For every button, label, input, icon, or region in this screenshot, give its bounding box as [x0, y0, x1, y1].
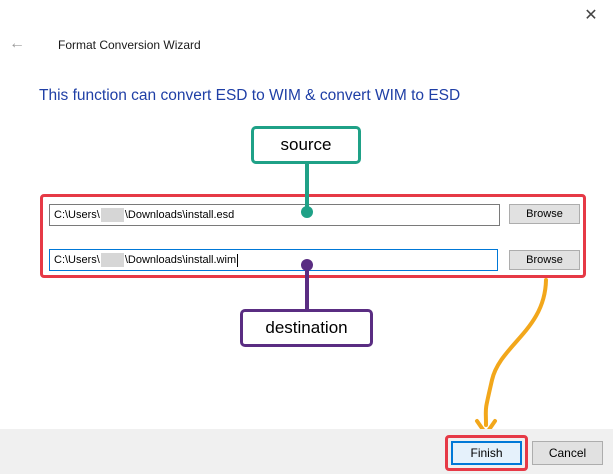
source-path-prefix: C:\Users\ [54, 209, 100, 221]
window-title: Format Conversion Wizard [58, 38, 201, 52]
source-connector-dot [301, 206, 313, 218]
source-callout: source [251, 126, 361, 164]
redacted-username [100, 208, 124, 223]
destination-browse-button[interactable]: Browse [509, 250, 580, 270]
inputs-highlight-box [40, 194, 586, 278]
destination-connector-dot [301, 259, 313, 271]
source-path-input[interactable]: C:\Users\ \Downloads\install.esd [49, 204, 500, 226]
text-caret [237, 253, 239, 267]
back-arrow-icon[interactable]: ← [9, 35, 25, 52]
destination-path-input[interactable]: C:\Users\ \Downloads\install.wim [49, 249, 498, 271]
finish-button[interactable]: Finish [451, 441, 522, 465]
source-path-suffix: \Downloads\install.esd [124, 209, 235, 221]
cancel-button[interactable]: Cancel [532, 441, 603, 465]
close-icon[interactable]: ✕ [584, 7, 598, 24]
destination-path-suffix: \Downloads\install.wim [124, 254, 237, 266]
page-heading: This function can convert ESD to WIM & c… [39, 87, 461, 104]
finish-highlight-box [445, 435, 528, 471]
destination-callout: destination [240, 309, 373, 347]
destination-path-prefix: C:\Users\ [54, 254, 100, 266]
redacted-username [100, 253, 124, 268]
finish-arrow-path [483, 278, 548, 427]
source-browse-button[interactable]: Browse [509, 204, 580, 224]
